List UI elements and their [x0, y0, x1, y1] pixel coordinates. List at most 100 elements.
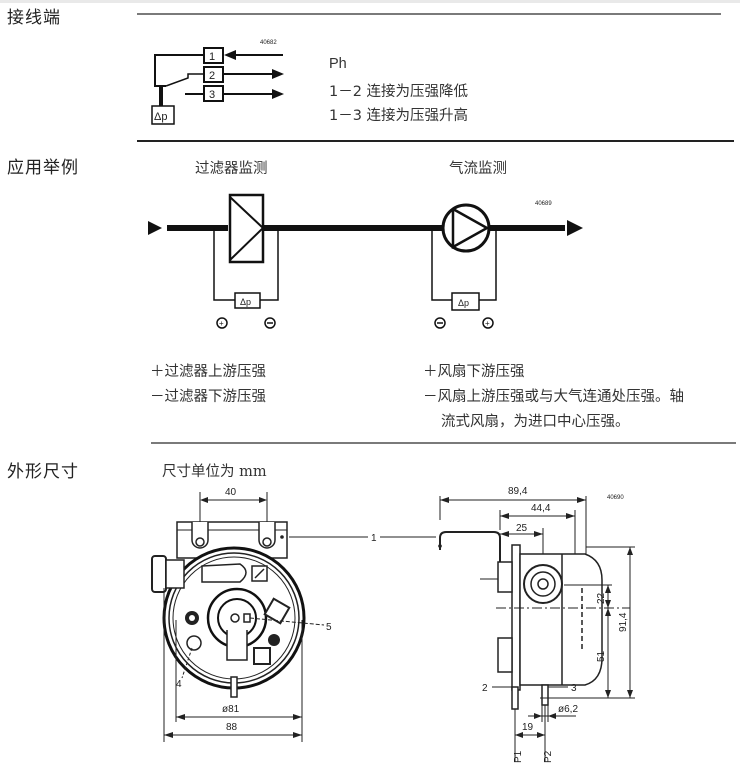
dim-19-label: 19: [522, 722, 534, 733]
section-divider-wiring: [137, 13, 721, 15]
dim-19-arrow-left: [515, 732, 523, 738]
wiring-legend-line-1: 1－2 连接为压强降低: [329, 84, 469, 100]
switch-lever: [201, 563, 247, 583]
wiring-legend-line-2: 1－3 连接为压强升高: [329, 108, 469, 124]
cable-gland-body: [165, 559, 185, 589]
callout-1-label: 1: [371, 533, 377, 544]
dim-22-arrow-top: [605, 585, 611, 593]
dim-19-arrow-right: [537, 732, 545, 738]
filter-dp-label: Δp: [240, 297, 251, 307]
dim-91-label: 91,4: [618, 612, 629, 632]
dp-sensor-label: Δp: [154, 111, 167, 123]
inlet-arrow-icon: [148, 221, 162, 235]
terminal-2-label: 2: [209, 70, 215, 82]
port-p2: [541, 684, 549, 706]
side-view-drawing: 40690 89,4 44,4 25 2 3 22 51: [438, 486, 635, 763]
side-callout-1-dot: [438, 544, 442, 548]
section-divider-dimensions: [151, 442, 736, 444]
section-title-dimensions: 外形尺寸: [7, 462, 79, 482]
filter-minus-port-icon: [264, 317, 276, 329]
adjust-knob-icon: [186, 635, 202, 651]
switch-contact: [165, 73, 204, 87]
filter-dp-sensor-box: [234, 292, 261, 309]
mounting-slot-right: [258, 522, 276, 549]
airflow-note-downstream: ＋风扇下游压强: [423, 364, 525, 380]
terminal-screw-right: [263, 597, 291, 625]
dim-89-arrow-right: [577, 497, 586, 503]
filter-note-upstream: ＋过滤器上游压强: [150, 364, 266, 380]
callout-5-leader: [249, 617, 325, 626]
dp-sensor-box: [151, 105, 175, 125]
dim-81-label: ø81: [222, 704, 240, 715]
port-p1-label: P1: [513, 750, 524, 763]
fan-plus-port-icon: [482, 317, 494, 329]
callout-2-label: 2: [482, 683, 488, 694]
fan-minus-port-icon: [434, 317, 446, 329]
dim-25-arrow-right: [534, 531, 543, 537]
arrow-out-3-head: [272, 89, 284, 99]
filter-caption: 过滤器监测: [195, 161, 268, 177]
cable-gland-icon: [151, 555, 167, 593]
wiring-figure-id: 40682: [260, 40, 277, 46]
fan-dp-sensor-box: [451, 292, 480, 311]
filter-plus-port-icon: [216, 317, 228, 329]
dim-25-label: 25: [516, 523, 528, 534]
screw-bottom-icon: [268, 634, 280, 646]
mounting-hole-left: [195, 537, 205, 547]
port-p2-label: P2: [543, 750, 554, 763]
filter-note-downstream: －过滤器下游压强: [150, 389, 266, 405]
side-bracket: [439, 531, 501, 590]
screw-left-center: [189, 615, 195, 621]
wiring-diagram: 40682 1 2 3 Δp: [151, 40, 284, 125]
terminal-3-label: 3: [209, 89, 215, 101]
dim-81-arrow-right: [293, 714, 302, 720]
dimension-unit-note: 尺寸单位为 mm: [162, 464, 267, 480]
dim-88-arrow-left: [164, 732, 173, 738]
cable-gland-side-center: [537, 578, 549, 590]
dim-44-arrow-right: [566, 513, 575, 519]
mounting-plate: [511, 544, 521, 691]
callout-3-label: 3: [571, 683, 577, 694]
dim-91-arrow-bottom: [627, 690, 633, 698]
dim-81-arrow-left: [176, 714, 185, 720]
terminal-1-label: 1: [209, 51, 215, 63]
dim-40-arrow-left: [200, 497, 208, 503]
application-diagram: 40689 Δp + Δp +: [148, 193, 583, 329]
dim-25-arrow-left: [500, 531, 509, 537]
fan-dp-label: Δp: [458, 298, 469, 308]
fan-tube-upstream: [431, 228, 452, 301]
dim-89-arrow-left: [440, 497, 449, 503]
terminal-block-upper: [497, 561, 513, 593]
filter-chevron: [229, 196, 265, 261]
filter-plus-symbol: +: [219, 319, 224, 328]
dim-22-label: 22: [596, 592, 607, 604]
callout-5-label: 5: [326, 622, 332, 633]
terminal-screw-top-slot: [254, 568, 265, 579]
arrow-out-2-head: [272, 69, 284, 79]
dim-44-label: 44,4: [531, 503, 551, 514]
fan-triangle: [451, 207, 490, 250]
mounting-slot-left: [191, 522, 209, 549]
airflow-note-axial: 流式风扇，为进口中心压强。: [441, 414, 630, 430]
section-divider-application: [137, 140, 734, 142]
outlet-arrow-icon: [567, 220, 583, 236]
cable-gland-side-inner: [530, 571, 556, 597]
dim-88-arrow-right: [293, 732, 302, 738]
fan-tube-downstream: [479, 228, 497, 301]
front-view-drawing: 40 1 4 5 ø81 88: [151, 487, 436, 742]
arrow-in-head: [224, 50, 236, 60]
fan-plus-symbol: +: [485, 319, 490, 328]
dim-91-arrow-top: [627, 547, 633, 555]
terminal-screw-bottom: [253, 647, 271, 665]
section-title-wiring: 接线端: [7, 8, 61, 28]
filter-tube-downstream: [260, 228, 279, 301]
dim-88-label: 88: [226, 722, 238, 733]
dim-40-label: 40: [225, 487, 237, 498]
airflow-note-upstream: －风扇上游压强或与大气连通处压强。轴: [423, 389, 684, 405]
dim-62-label: ø6,2: [558, 704, 578, 715]
filter-icon: [228, 193, 265, 264]
setpoint-dial-center: [230, 613, 240, 623]
callout-1-dot: [280, 535, 284, 539]
filter-tube-upstream: [213, 228, 235, 301]
dim-51-arrow-top: [605, 608, 611, 616]
